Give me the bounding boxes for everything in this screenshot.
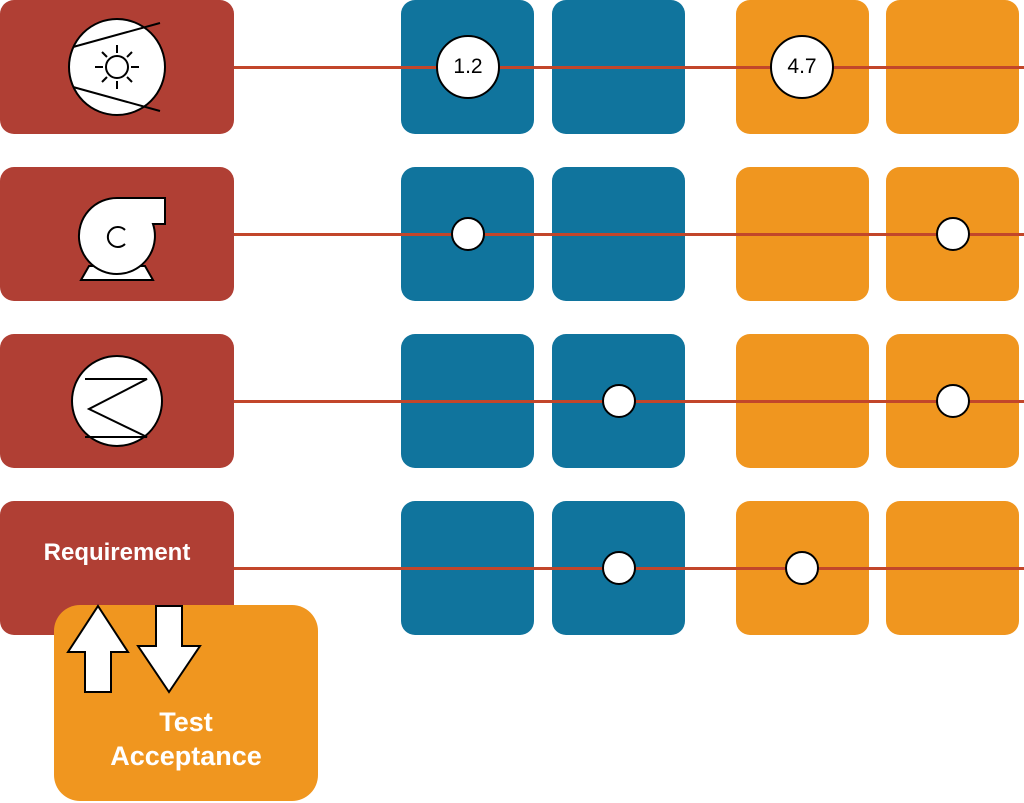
row-2: [0, 167, 1024, 301]
node-r1-b: 4.7: [770, 35, 834, 99]
compressor-icon: [68, 18, 166, 116]
row-1: 1.2 4.7: [0, 0, 1024, 134]
test-acceptance-label: Test Acceptance: [54, 705, 318, 773]
node-r1-a: 1.2: [436, 35, 500, 99]
feedback-arrows: [66, 604, 202, 694]
test-label-line-2: Acceptance: [110, 741, 262, 771]
requirement-box-2: [0, 167, 234, 301]
row-3: [0, 334, 1024, 468]
connector-line: [234, 66, 1024, 69]
down-arrow-icon: [136, 605, 202, 694]
requirement-box-3: [0, 334, 234, 468]
node-r3-b: [936, 384, 970, 418]
test-label-line-1: Test: [159, 707, 213, 737]
heat-exchanger-icon: [71, 355, 163, 447]
requirement-label: Requirement: [43, 539, 191, 566]
node-r4-a: [602, 551, 636, 585]
node-r2-b: [936, 217, 970, 251]
requirement-box-1: [0, 0, 234, 134]
node-r3-a: [602, 384, 636, 418]
node-r2-a: [451, 217, 485, 251]
up-arrow-icon: [66, 604, 130, 693]
centrifugal-pump-icon: [77, 197, 166, 281]
node-r4-b: [785, 551, 819, 585]
connector-line: [234, 233, 1024, 236]
